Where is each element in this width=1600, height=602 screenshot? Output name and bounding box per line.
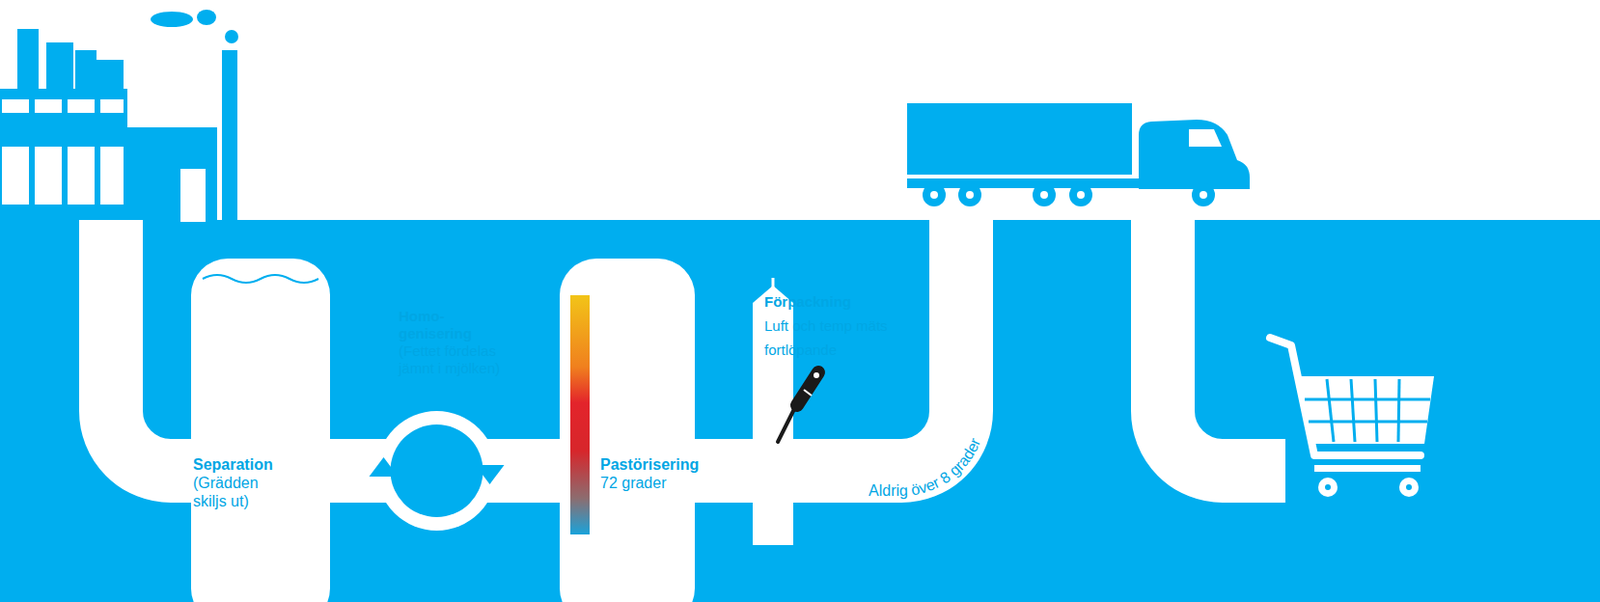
truck-details [930,129,1222,199]
node-description: (Grädden skiljs ut) [193,473,280,511]
note-glyph: i [895,483,900,499]
node-heading: Homo- genisering [398,307,476,343]
probe-icon [777,372,820,442]
node-heading: Separation [193,455,309,474]
tank-node: Separation(Grädden skiljs ut) [191,258,331,602]
store-pipe [1162,218,1286,471]
carton-node: FörpackningLuft och temp mäts fortlöpand… [752,277,794,546]
note-glyph: g [899,483,909,499]
pipe-connector [694,439,753,503]
node-heading: Pastörisering [600,455,726,474]
cream-surface-wave [202,275,319,283]
truck-icon [907,103,1250,207]
ring-inner [390,424,484,518]
node-description: 72 grader [600,473,695,493]
pipe-connector [330,439,377,503]
note-glyph: A [868,483,880,499]
node-description: (Fettet fördelas jämnt i mjölken) [398,342,529,378]
temperature-bar [570,295,590,535]
pipe-connector [496,439,560,503]
ring-outer [377,411,497,531]
rotation-arrow [475,465,505,485]
factory-pipe [110,220,197,471]
factory-windows [1,99,206,222]
node-description: Luft och temp mäts fortlöpande [764,313,910,362]
mixer-node: Homo- genisering(Fettet fördelas jämnt i… [376,313,497,531]
rotation-arrow [369,457,399,477]
cart-icon [1269,337,1435,497]
factory-icon [0,9,239,222]
tank-node: Pastörisering72 grader [559,258,695,602]
node-heading: Förpackning [764,289,929,314]
note-glyph: r [890,483,896,499]
note-glyph: l [879,483,883,499]
note-glyph: d [882,483,891,499]
